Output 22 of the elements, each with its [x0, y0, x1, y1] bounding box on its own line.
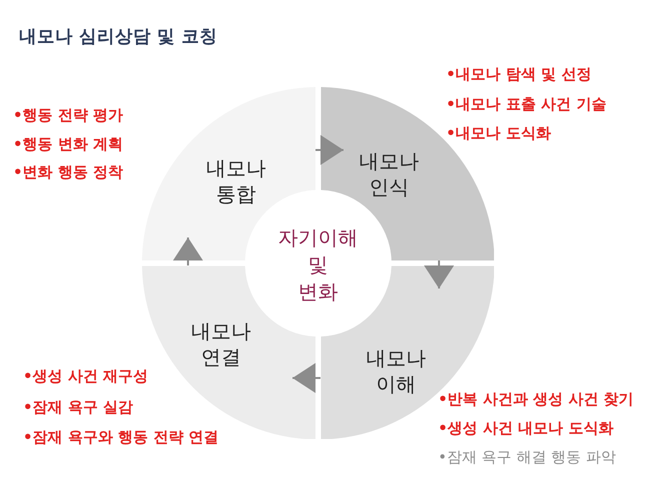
bullet-item: •변화 행동 정착: [13, 163, 124, 182]
arrow: [424, 260, 454, 288]
bullet-item: •내모나 도식화: [446, 124, 551, 143]
segment-label: 내모나 인식: [358, 148, 420, 200]
title: 내모나 심리상담 및 코칭: [19, 27, 218, 47]
segment-label: 내모나 이해: [365, 345, 427, 397]
bullet-item: •행동 전략 평가: [13, 106, 124, 125]
bullet-item: •잠재 욕구와 행동 전략 연결: [23, 428, 218, 447]
arrow: [292, 363, 320, 393]
bullet-item: •잠재 욕구 해결 행동 파악: [438, 448, 616, 467]
bullet-item: •내모나 탐색 및 선정: [446, 65, 592, 84]
bullet-item: •행동 변화 계획: [13, 134, 124, 154]
arrow: [316, 135, 344, 165]
segment-label: 내모나 통합: [205, 155, 267, 207]
bullet-item: •생성 사건 내모나 도식화: [438, 419, 614, 438]
bullet-item: •내모나 표출 사건 기술: [446, 94, 606, 114]
center-label: 자기이해 및 변화: [278, 224, 358, 306]
segment-label: 내모나 연결: [190, 318, 252, 370]
bullet-item: •잠재 욕구 실감: [23, 398, 134, 416]
arrow: [173, 238, 203, 266]
bullet-item: •반복 사건과 생성 사건 찾기: [438, 390, 634, 409]
bullet-item: •생성 사건 재구성: [23, 367, 148, 386]
